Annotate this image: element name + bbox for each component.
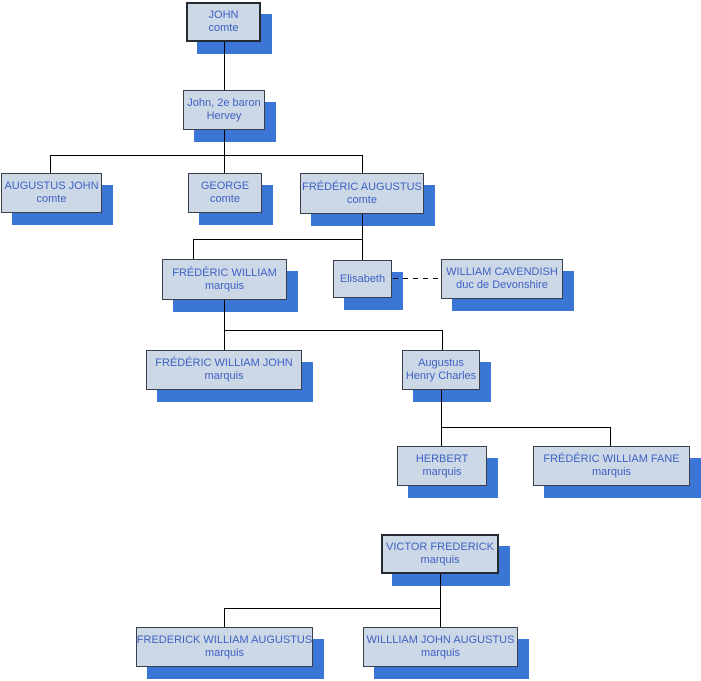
connector-line — [610, 427, 611, 446]
person-title: comte — [347, 193, 377, 206]
person-title: marquis — [422, 466, 462, 478]
person-name: John, 2e baron — [187, 97, 261, 109]
person-node-augustus-henry-charles: Augustus Henry Charles — [402, 350, 480, 390]
connector-line — [50, 155, 363, 156]
connector-line — [224, 130, 225, 155]
connector-line — [224, 330, 443, 331]
person-node-victor-frederick: VICTOR FREDERICK marquis — [381, 534, 499, 574]
person-node-willliam-john-augustus: WILLLIAM JOHN AUGUSTUS marquis — [363, 627, 518, 667]
person-title: marquis — [204, 647, 245, 659]
person-title: marquis — [591, 466, 632, 478]
person-node-elisabeth: Elisabeth — [333, 260, 392, 298]
person-title: marquis — [204, 370, 244, 382]
person-name: WILLLIAM JOHN AUGUSTUS — [366, 634, 515, 646]
person-node-john-2e-baron-hervey: John, 2e baron Hervey — [183, 90, 265, 130]
person-title: Henry Charles — [405, 370, 477, 382]
person-name: FRÉDÉRIC AUGUSTUS — [302, 180, 422, 193]
person-name: FRÉDÉRIC WILLIAM JOHN — [155, 357, 293, 369]
connector-line — [440, 574, 441, 608]
connector-line — [362, 239, 363, 260]
person-title: comte — [208, 22, 239, 34]
person-title: marquis — [420, 554, 460, 566]
connector-line — [442, 330, 443, 350]
person-name: VICTOR FREDERICK — [386, 541, 494, 553]
person-name: Augustus — [418, 357, 464, 369]
person-name: AUGUSTUS JOHN — [4, 180, 99, 192]
person-title: marquis — [204, 279, 245, 292]
person-node-george: GEORGE comte — [188, 173, 262, 213]
person-node-augustus-john: AUGUSTUS JOHN comte — [1, 173, 102, 213]
marriage-connector-line — [393, 278, 441, 279]
person-name: GEORGE — [200, 180, 250, 192]
person-node-frederic-william: FRÉDÉRIC WILLIAM marquis — [162, 259, 287, 300]
connector-line — [441, 427, 442, 446]
person-name: Elisabeth — [339, 272, 386, 285]
person-node-frederic-william-fane: FRÉDÉRIC WILLIAM FANE marquis — [533, 446, 690, 486]
person-title: comte — [210, 193, 240, 205]
connector-line — [224, 300, 225, 330]
person-name: FRÉDÉRIC WILLIAM FANE — [543, 453, 680, 465]
person-name: HERBERT — [415, 453, 469, 465]
connector-line — [224, 155, 225, 173]
person-title: Hervey — [206, 110, 242, 122]
connector-line — [441, 390, 442, 427]
person-node-frederick-william-augustus: FREDERICK WILLIAM AUGUSTUS marquis — [136, 627, 313, 667]
person-name: WILLIAM CAVENDISH — [446, 266, 558, 278]
person-name: FREDERICK WILLIAM AUGUSTUS — [136, 634, 313, 646]
person-node-frederic-william-john: FRÉDÉRIC WILLIAM JOHN marquis — [146, 350, 302, 390]
person-node-william-cavendish: WILLIAM CAVENDISH duc de Devonshire — [441, 259, 563, 299]
connector-line — [362, 214, 363, 239]
person-node-herbert: HERBERT marquis — [397, 446, 487, 486]
person-node-john-comte: JOHN comte — [186, 2, 261, 42]
connector-line — [193, 239, 363, 240]
connector-line — [440, 608, 441, 627]
person-title: marquis — [420, 647, 461, 659]
connector-line — [50, 155, 51, 173]
person-name: FRÉDÉRIC WILLIAM — [172, 266, 277, 279]
person-name: JOHN — [208, 9, 239, 21]
connector-line — [224, 42, 225, 90]
connector-line — [224, 608, 225, 627]
connector-line — [224, 608, 441, 609]
person-node-frederic-augustus: FRÉDÉRIC AUGUSTUS comte — [300, 173, 424, 214]
person-title: duc de Devonshire — [456, 279, 548, 291]
connector-line — [193, 239, 194, 259]
connector-line — [224, 330, 225, 350]
person-title: comte — [36, 193, 67, 205]
connector-line — [441, 427, 611, 428]
connector-line — [362, 155, 363, 173]
